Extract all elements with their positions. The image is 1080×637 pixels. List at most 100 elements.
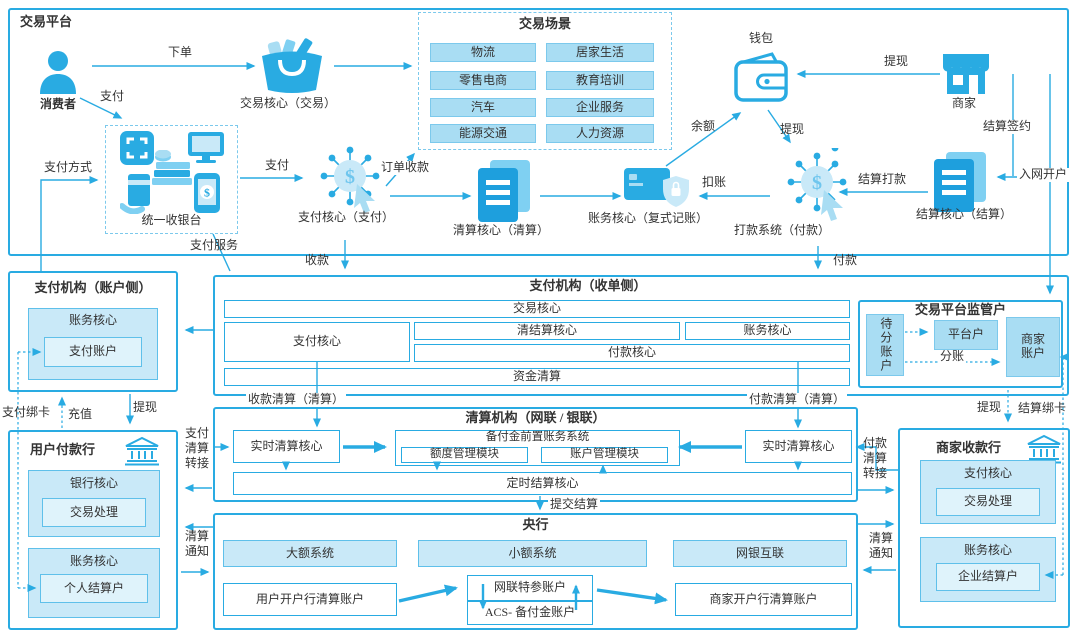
clearing-core-label: 清算核心（清算） (453, 223, 550, 237)
withdraw-mid-label: 提现 (780, 122, 805, 136)
pay-service-label: 支付服务 (190, 238, 239, 252)
supervision-withdraw-label: 提现 (977, 400, 1002, 414)
cashier-label: 统一收银台 (141, 213, 202, 227)
pay-transfer-left-2: 清算 (185, 441, 210, 455)
scenario-logistics: 物流 (430, 43, 536, 62)
payment-account: 支付账户 (44, 337, 142, 367)
pay-transfer-right-1: 付款 (863, 436, 888, 450)
small-system: 小额系统 (418, 540, 647, 567)
supervision-title: 交易平台监管户 (914, 302, 1006, 317)
scenario-education: 教育培训 (546, 71, 654, 90)
ub-accounting-core-label: 账务核心 (69, 554, 118, 568)
ub-bank-core-label: 银行核心 (69, 476, 118, 490)
dollar-glyph: $ (345, 166, 355, 188)
network-open-label: 入网开户 (1017, 167, 1070, 182)
collect-clearing-label: 收款清算（清算） (246, 392, 347, 407)
deduct-label: 扣账 (702, 175, 727, 189)
trading-platform-title: 交易平台 (20, 14, 73, 29)
user-clearing-account: 用户开户行清算账户 (223, 583, 397, 616)
split-label: 分账 (938, 349, 967, 364)
pay-transfer-left-3: 转接 (185, 456, 210, 470)
acquiring-side-title: 支付机构（收单侧） (529, 278, 647, 293)
payout-system-label: 打款系统（付款） (734, 223, 831, 237)
account-withdraw-label: 提现 (133, 400, 158, 414)
acs-reserve-account: ACS- 备付金账户 (467, 601, 593, 625)
cash-icon (152, 149, 194, 186)
pending-account: 待分账户 (866, 314, 904, 376)
scenario-energy: 能源交通 (430, 124, 536, 143)
account-mgmt-module: 账户管理模块 (541, 447, 668, 463)
user-bank-icon (124, 436, 160, 466)
acq-accounting-core: 账务核心 (685, 322, 850, 340)
platform-account: 平台户 (934, 320, 998, 350)
pay-transfer-right-3: 转接 (863, 466, 888, 480)
notice-left-1: 清算 (185, 529, 210, 543)
merchant-label: 商家 (952, 96, 977, 110)
quota-module: 额度管理模块 (401, 447, 528, 463)
merchant-account-label: 商家账户 (1020, 332, 1045, 360)
notice-right-1: 清算 (869, 531, 894, 545)
settle-bind-label: 结算绑卡 (1018, 401, 1067, 415)
central-bank-title: 央行 (522, 517, 549, 532)
large-system: 大额系统 (223, 540, 397, 567)
pay-transfer-left-1: 支付 (185, 426, 210, 440)
acq-clear-settle-core: 清结算核心 (414, 322, 680, 340)
user-bank-title: 用户付款行 (30, 442, 96, 457)
payment-core-icon: $ (313, 144, 387, 216)
merchant-bank-title: 商家收款行 (936, 440, 1002, 455)
acq-fund-clearing: 资金清算 (224, 368, 850, 386)
mobile-payment-icon: $ (190, 172, 224, 214)
payment-core-label: 支付核心（支付） (298, 210, 395, 224)
scenario-home-life: 居家生活 (546, 43, 654, 62)
clearing-docs-icon (476, 158, 534, 224)
qr-scan-icon (120, 131, 154, 165)
settle-pay-label: 结算打款 (858, 172, 907, 186)
ub-txn-processing: 交易处理 (42, 498, 146, 527)
pay-label: 支付 (100, 89, 125, 103)
scenarios-title: 交易场景 (518, 16, 571, 31)
accounting-core-label: 账务核心（复式记账） (588, 211, 709, 225)
notice-left-2: 通知 (185, 544, 210, 558)
mb-accounting-core-label: 账务核心 (963, 543, 1012, 557)
dollar-glyph: $ (812, 172, 822, 194)
account-side-title: 支付机构（账户侧） (34, 280, 152, 295)
acq-payment-core: 支付核心 (224, 322, 410, 362)
settle-sign-label: 结算签约 (981, 119, 1034, 134)
consumer-icon (38, 50, 78, 94)
consumer-label: 消费者 (39, 97, 76, 111)
scenario-retail: 零售电商 (430, 71, 536, 90)
personal-settlement-account: 个人结算户 (40, 574, 148, 603)
clearing-inst-title: 清算机构（网联 / 银联） (465, 410, 606, 425)
pay-method-label: 支付方式 (44, 160, 93, 174)
rt-clearing-core-left: 实时清算核心 (233, 430, 340, 463)
withdraw-top-label: 提现 (884, 54, 909, 68)
notice-right-2: 通知 (869, 546, 894, 560)
submit-settlement-label: 提交结算 (548, 497, 601, 512)
monitor-icon (186, 131, 226, 165)
timed-settlement-core: 定时结算核心 (233, 472, 852, 495)
store-icon (941, 52, 991, 96)
order-collect-label: 订单收款 (379, 160, 432, 175)
trade-core-label: 交易核心（交易） (240, 96, 337, 110)
corp-settlement-account: 企业结算户 (936, 563, 1040, 591)
ibps-system: 网银互联 (673, 540, 847, 567)
payment-label: 付款 (833, 253, 858, 267)
acq-trade-core: 交易核心 (224, 300, 850, 318)
scenario-hr: 人力资源 (546, 124, 654, 143)
dollar-glyph: $ (204, 186, 210, 200)
mb-txn-processing: 交易处理 (936, 488, 1040, 516)
pay2-label: 支付 (265, 158, 290, 172)
netsunion-account: 网联特参账户 (467, 575, 593, 601)
accounting-card-icon (624, 164, 692, 212)
merchant-clearing-account: 商家开户行清算账户 (675, 583, 852, 616)
acq-pay-core: 付款核心 (414, 344, 850, 362)
bind-card-label: 支付绑卡 (2, 405, 51, 419)
scenario-enterprise: 企业服务 (546, 98, 654, 117)
wallet-icon (732, 50, 790, 104)
collect-label: 收款 (305, 253, 330, 267)
shopping-bag-icon (253, 38, 331, 94)
wallet-label: 钱包 (748, 31, 773, 45)
mb-payment-core-label: 支付核心 (963, 466, 1012, 480)
order-label: 下单 (168, 45, 193, 59)
pay-transfer-right-2: 清算 (863, 451, 888, 465)
